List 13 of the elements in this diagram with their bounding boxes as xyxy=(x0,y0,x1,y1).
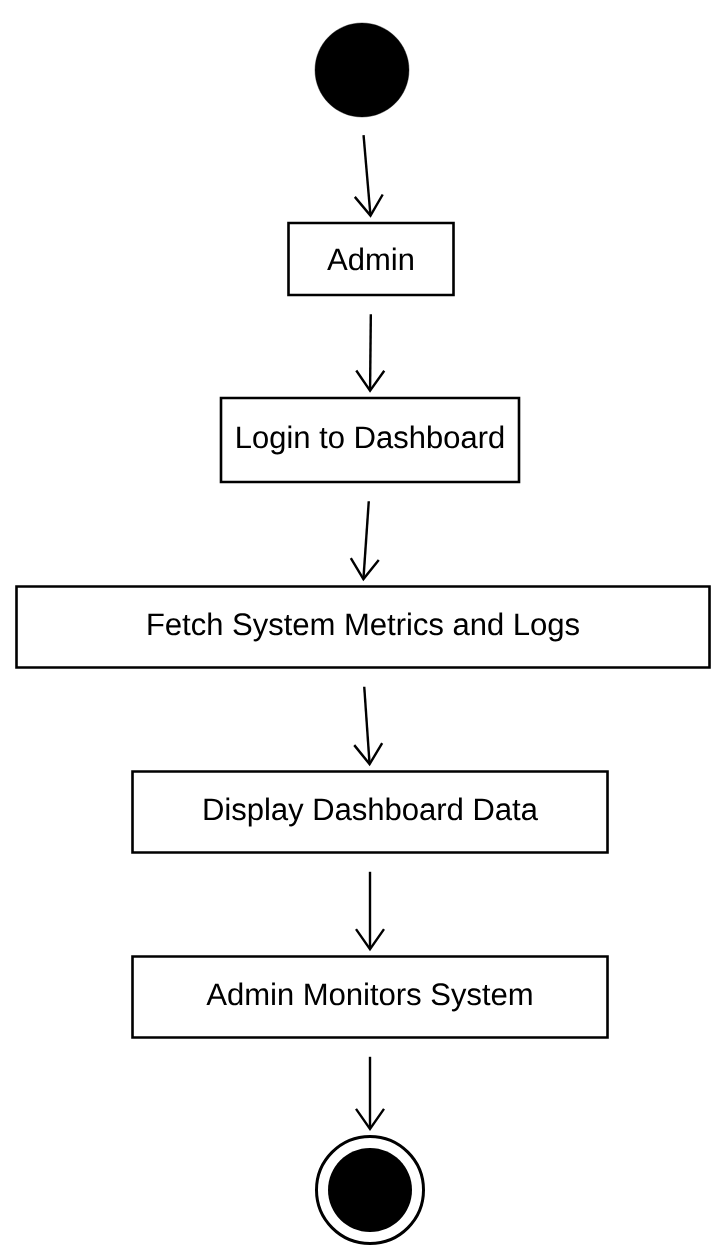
start-node xyxy=(314,22,410,118)
action-box: Display Dashboard Data xyxy=(131,770,609,854)
arrow xyxy=(353,686,384,767)
action-box: Fetch System Metrics and Logs xyxy=(15,585,711,669)
end-node xyxy=(315,1135,425,1245)
action-box: Login to Dashboard xyxy=(219,396,521,484)
arrow xyxy=(355,1056,385,1131)
action-box: Admin xyxy=(287,221,455,297)
action-box: Admin Monitors System xyxy=(131,955,609,1039)
arrow xyxy=(355,871,385,952)
arrow xyxy=(349,501,380,582)
arrow xyxy=(353,135,384,218)
arrow xyxy=(355,314,386,393)
